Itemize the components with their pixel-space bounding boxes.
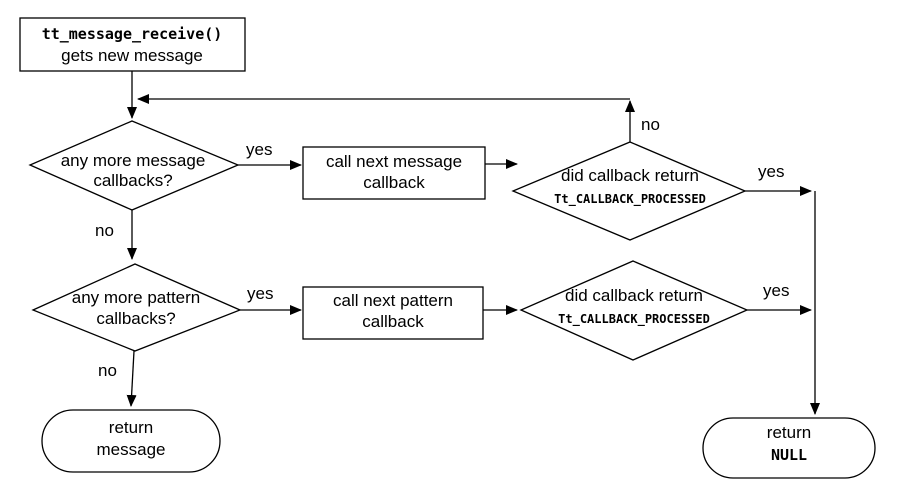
node-start: tt_message_receive() gets new message: [19, 17, 246, 72]
pat-decision-diamond-shape: [31, 263, 242, 352]
return-message-terminator-shape: [41, 409, 221, 473]
msg-decision-label-line2: callbacks?: [93, 171, 172, 190]
edge-label-msgproc-no: no: [641, 115, 660, 134]
call-pat-label-line2: callback: [362, 312, 424, 331]
node-pat-decision: any more pattern callbacks?: [31, 263, 242, 352]
edge-label-msgproc-yes: yes: [758, 162, 784, 181]
start-box-shape: [19, 17, 246, 72]
pat-decision-label-line1: any more pattern: [72, 288, 201, 307]
pat-decision-label-line2: callbacks?: [96, 309, 175, 328]
node-return-message: return message: [41, 409, 221, 473]
node-msg-processed: did callback return Tt_CALLBACK_PROCESSE…: [511, 141, 747, 241]
call-pat-box-shape: [302, 286, 484, 340]
node-call-pat: call next pattern callback: [302, 286, 484, 340]
node-return-null: return NULL: [702, 417, 876, 479]
pat-processed-label-line1: did callback return: [565, 286, 703, 305]
return-message-label-line1: return: [109, 418, 153, 437]
start-label-line1: tt_message_receive(): [42, 25, 223, 43]
msg-processed-label-line1: did callback return: [561, 166, 699, 185]
edge-pat-decision-no: [126, 350, 137, 407]
return-null-terminator-shape: [702, 417, 876, 479]
pat-processed-label-line2: Tt_CALLBACK_PROCESSED: [558, 312, 710, 327]
edge-label-pat-yes: yes: [247, 284, 273, 303]
msg-decision-diamond-shape: [28, 120, 240, 211]
msg-processed-label-line2: Tt_CALLBACK_PROCESSED: [554, 192, 706, 207]
edge-label-msg-yes: yes: [246, 140, 272, 159]
edge-label-patproc-yes: yes: [763, 281, 789, 300]
node-call-msg: call next message callback: [302, 146, 486, 200]
node-msg-decision: any more message callbacks?: [28, 120, 240, 211]
msg-processed-diamond-shape: [511, 141, 747, 241]
return-null-label-line2: NULL: [771, 446, 807, 464]
call-pat-label-line1: call next pattern: [333, 291, 453, 310]
start-label-line2: gets new message: [61, 46, 203, 65]
edge-label-pat-no: no: [98, 361, 117, 380]
pat-processed-diamond-shape: [519, 260, 749, 361]
call-msg-box-shape: [302, 146, 486, 200]
call-msg-label-line2: callback: [363, 173, 425, 192]
msg-decision-label-line1: any more message: [61, 151, 206, 170]
return-message-label-line2: message: [97, 440, 166, 459]
return-null-label-line1: return: [767, 423, 811, 442]
node-pat-processed: did callback return Tt_CALLBACK_PROCESSE…: [519, 260, 749, 361]
call-msg-label-line1: call next message: [326, 152, 462, 171]
edge-label-msg-no: no: [95, 221, 114, 240]
